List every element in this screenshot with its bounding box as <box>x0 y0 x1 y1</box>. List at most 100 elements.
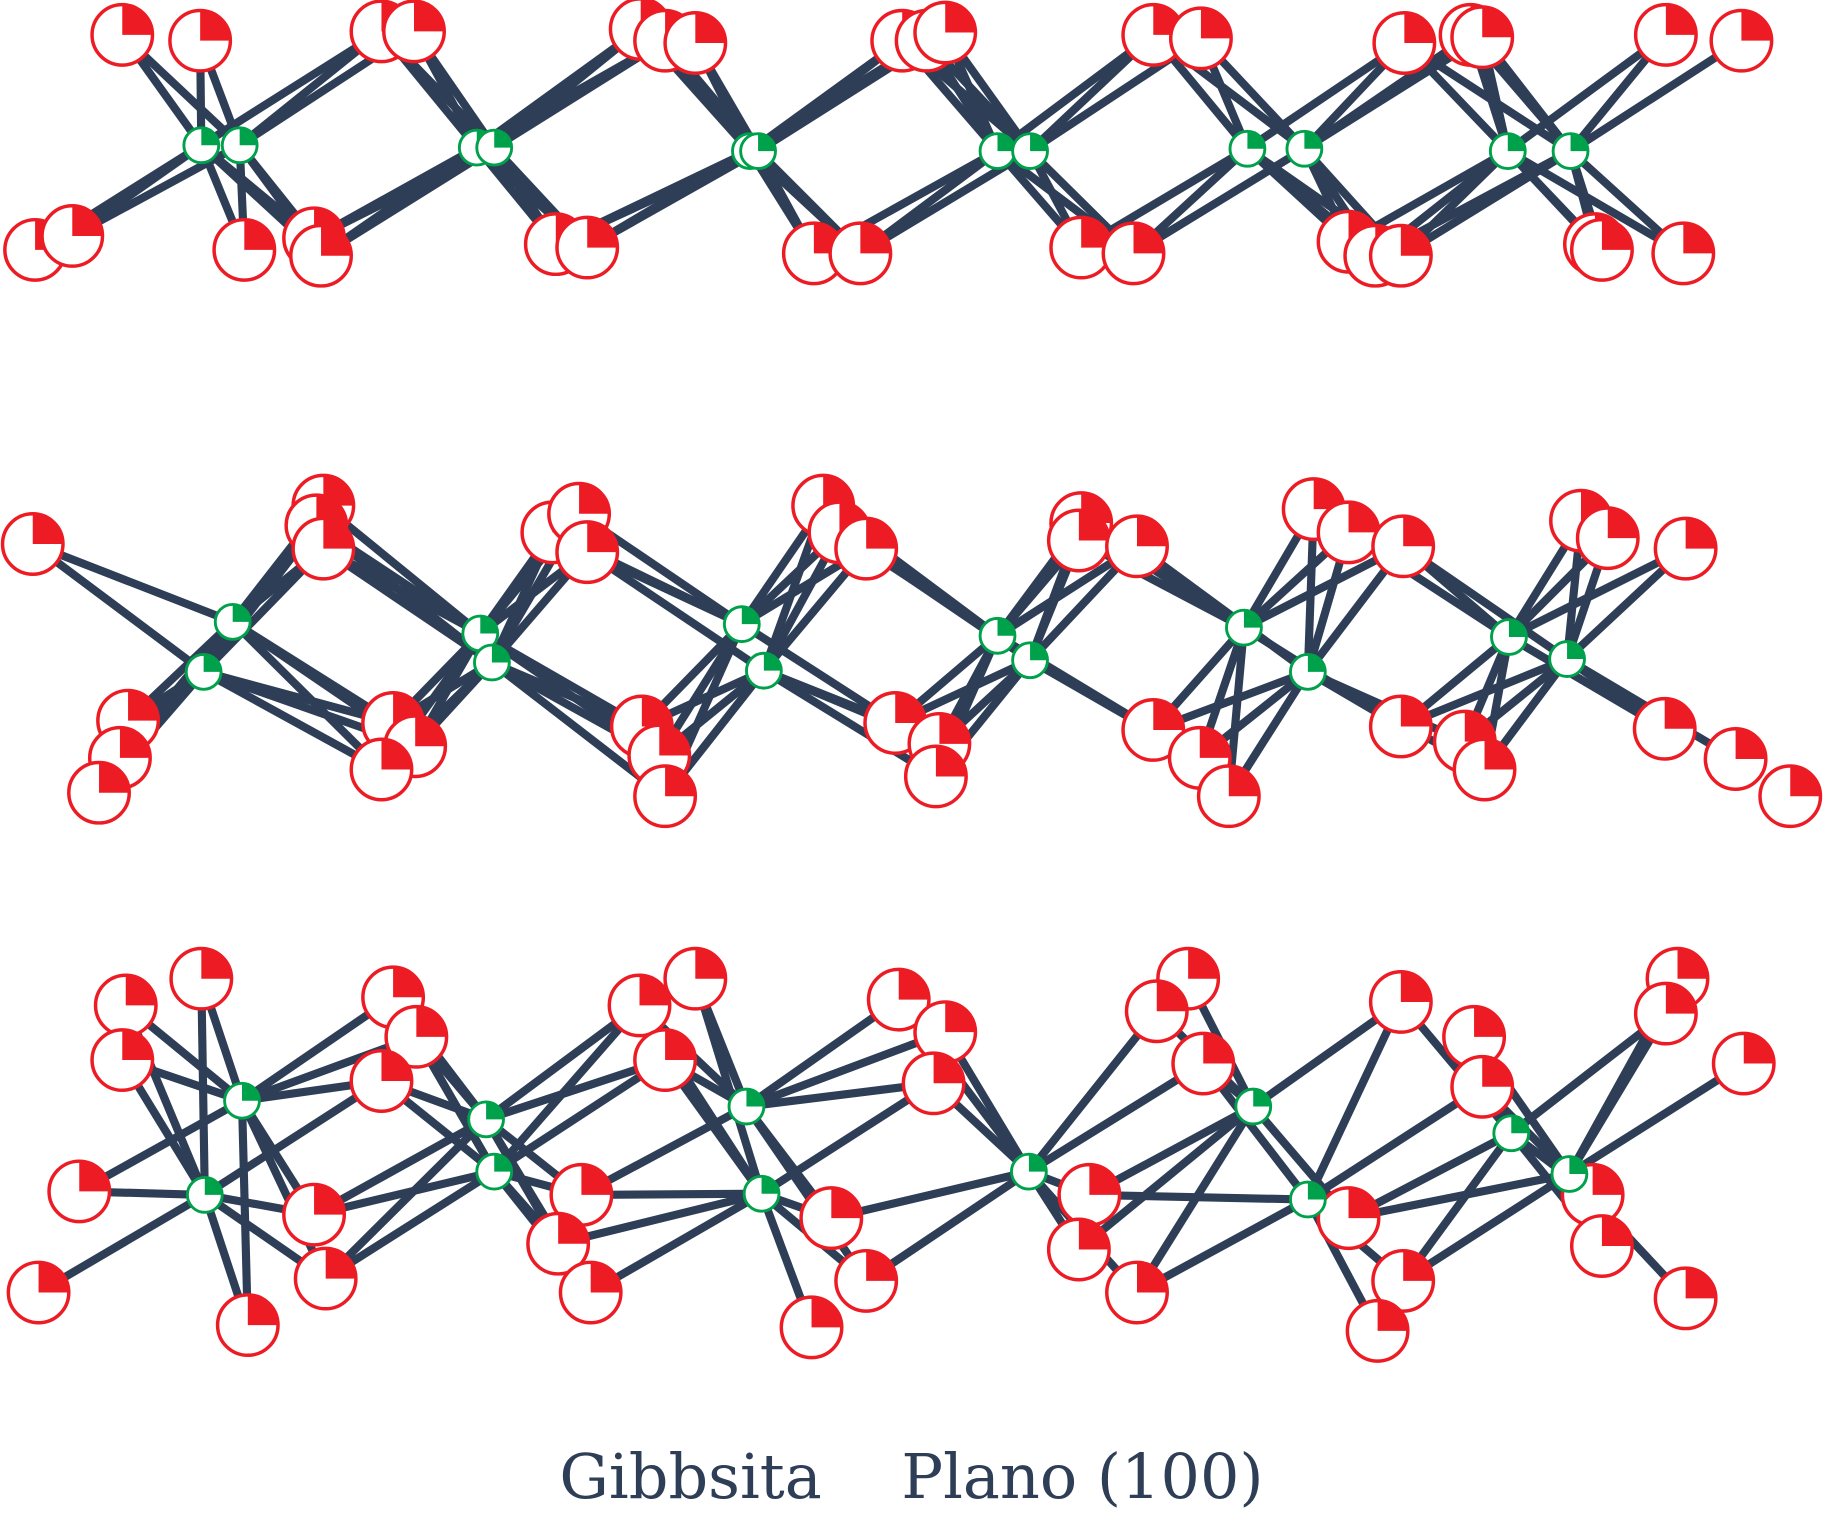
oxygen-atom <box>169 946 234 1011</box>
oxygen-atom <box>799 1186 864 1251</box>
oxygen-atom <box>1442 1004 1507 1069</box>
oxygen-atom-wedge <box>1664 698 1695 729</box>
oxygen-atom-wedge <box>579 483 610 514</box>
oxygen-atom-wedge <box>945 1001 976 1033</box>
oxygen-atom-wedge <box>321 225 352 256</box>
oxygen-atom <box>903 744 968 809</box>
oxygen-atom-wedge <box>665 765 696 797</box>
oxygen-atom-wedge <box>1377 1300 1408 1331</box>
aluminum-atom <box>1490 618 1528 656</box>
oxygen-atom-wedge <box>659 725 690 756</box>
bond <box>202 1077 384 1199</box>
aluminum-atom <box>467 1100 505 1139</box>
oxygen-atom <box>1168 6 1233 71</box>
oxygen-atom-wedge <box>415 716 446 747</box>
oxygen-atom <box>1121 697 1186 762</box>
bond <box>1134 543 1311 676</box>
oxygen-atom-wedge <box>323 518 354 549</box>
aluminum-atom <box>1492 1114 1531 1153</box>
oxygen-atom-wedge <box>945 2 976 33</box>
aluminum-atom-wedge <box>1567 641 1585 660</box>
oxygen-atom-wedge <box>811 1297 842 1328</box>
oxygen-atom-wedge <box>1482 1056 1513 1087</box>
aluminum-atom-wedge <box>480 616 498 634</box>
oxygen-atom-wedge <box>1403 1250 1434 1281</box>
bond <box>743 1104 870 1284</box>
oxygen-atom-wedge <box>1089 1164 1120 1195</box>
oxygen-atom-wedge <box>1153 699 1184 730</box>
aluminum-atom <box>473 643 511 682</box>
oxygen-atom <box>1171 1031 1236 1096</box>
oxygen-atom-wedge <box>1482 6 1513 38</box>
oxygen-atom-wedge <box>695 12 726 44</box>
aluminum-atom <box>475 128 514 167</box>
bond <box>588 1190 764 1297</box>
oxygen-atom-wedge <box>1404 12 1435 44</box>
aluminum-atom <box>1551 132 1590 170</box>
oxygen-atom-wedge <box>1484 739 1515 770</box>
oxygen-atom-wedge <box>1348 1187 1379 1219</box>
oxygen-atom-wedge <box>866 1250 897 1281</box>
oxygen-atom-wedge <box>1743 1033 1774 1064</box>
oxygen-atom-wedge <box>125 975 156 1006</box>
bond <box>557 1189 763 1248</box>
oxygen-atom <box>901 1051 966 1116</box>
oxygen-atom <box>1046 1217 1111 1282</box>
oxygen-atom <box>779 1295 844 1360</box>
oxygen-atom-wedge <box>1400 225 1432 256</box>
aluminum-atom-wedge <box>203 654 222 672</box>
aluminum-atom-wedge <box>239 127 258 146</box>
aluminum-atom <box>223 1081 261 1120</box>
oxygen-atom-wedge <box>1081 217 1112 248</box>
oxygen-atom <box>1046 508 1111 573</box>
aluminum-atom-wedge <box>1307 654 1326 672</box>
aluminum-atom <box>742 1174 781 1213</box>
bond <box>1400 542 1570 663</box>
bond <box>691 977 766 1195</box>
oxygen-atom-wedge <box>244 219 275 250</box>
bond <box>318 144 497 260</box>
oxygen-atom <box>212 217 277 282</box>
oxygen-atom <box>1368 694 1433 759</box>
aluminum-atom-wedge <box>486 1101 504 1120</box>
aluminum-atom-wedge <box>997 618 1015 636</box>
aluminum-atom <box>1228 129 1267 168</box>
oxygen-atom <box>215 1293 280 1358</box>
oxygen-atom-wedge <box>1601 1215 1633 1247</box>
aluminum-atom <box>978 616 1017 655</box>
oxygen-atom-wedge <box>1683 223 1714 254</box>
oxygen-atom <box>1633 981 1698 1046</box>
oxygen-atom <box>1711 1031 1776 1096</box>
aluminum-atom-wedge <box>1028 1154 1047 1172</box>
oxygen-atom-wedge <box>939 713 970 744</box>
bond <box>1131 145 1307 257</box>
aluminum-atom <box>1550 1155 1589 1193</box>
oxygen-atom <box>633 1028 698 1093</box>
bond <box>491 1002 643 1175</box>
oxygen-atom-wedge <box>587 217 618 248</box>
oxygen-atom <box>93 973 158 1038</box>
bond <box>1402 39 1573 155</box>
oxygen-atom-wedge <box>860 223 891 254</box>
oxygen-atom <box>1450 1054 1515 1119</box>
aluminum-atom <box>722 605 761 644</box>
oxygen-atom <box>90 1028 155 1093</box>
oxygen-atom <box>1316 500 1381 565</box>
bond <box>1508 1010 1669 1137</box>
oxygen-atom <box>607 973 672 1038</box>
bond <box>491 1056 668 1176</box>
bond <box>584 548 767 675</box>
oxygen-atom <box>555 520 620 585</box>
oxygen-atom-wedge <box>393 967 424 998</box>
aluminum-atom <box>1225 608 1263 647</box>
aluminum-atom-wedge <box>1307 1182 1326 1200</box>
oxygen-atom-wedge <box>695 948 726 979</box>
oxygen-atom-wedge <box>200 10 231 41</box>
aluminum-atom <box>213 602 252 641</box>
oxygen-atom <box>1569 217 1634 282</box>
aluminum-atom-wedge <box>741 606 760 625</box>
oxygen-atom <box>6 1260 71 1325</box>
bond <box>1304 1000 1405 1202</box>
bond <box>1507 544 1688 641</box>
oxygen-atom <box>0 512 65 576</box>
